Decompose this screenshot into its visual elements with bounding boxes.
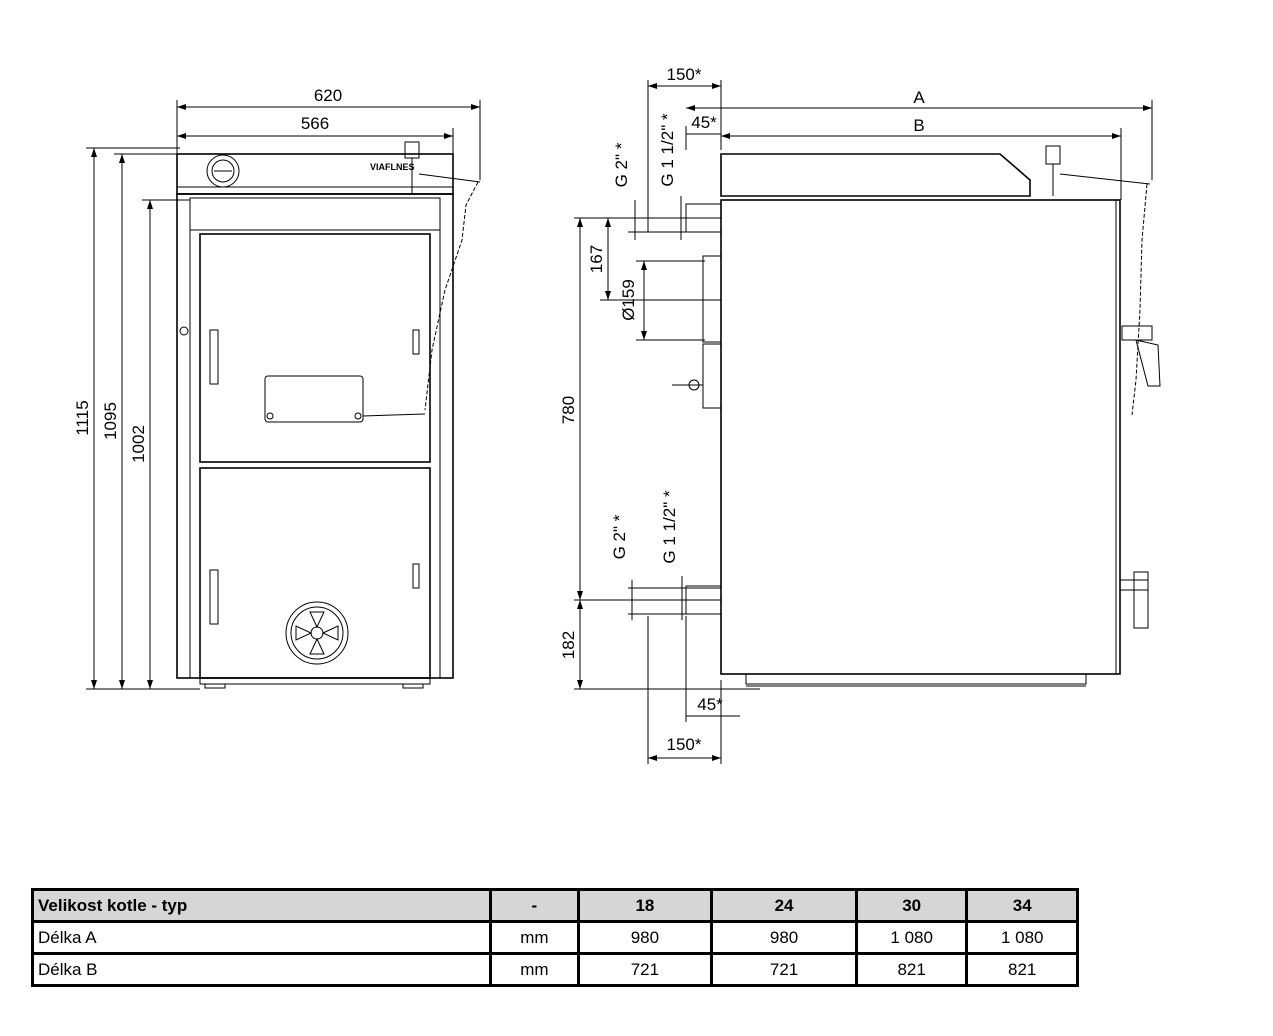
lower-door-handle: [209, 569, 219, 625]
front-view: 620 566 1115 1095 1002: [73, 86, 481, 690]
side-view: 150* 45* A B G 2" * G 1 1/2" * 16: [559, 65, 1161, 764]
header-cell: Velikost kotle - typ: [30, 888, 493, 923]
dim-780: 780: [559, 218, 583, 600]
table-row: Délka A mm 980 980 1 080 1 080: [30, 920, 1079, 955]
table-cell: 980: [576, 920, 714, 955]
table-cell: 1 080: [854, 920, 969, 955]
header-cell: 30: [854, 888, 969, 923]
dim-150-top: 150*: [647, 65, 722, 232]
dim-1095: 1095: [101, 153, 180, 689]
table-cell: 821: [965, 952, 1079, 987]
draft-regulator: [404, 141, 420, 159]
technical-drawing: 620 566 1115 1095 1002: [73, 65, 1161, 764]
table-cell: 721: [576, 952, 714, 987]
table-cell: 721: [710, 952, 858, 987]
dim-150-bottom-label: 150*: [667, 735, 702, 754]
boiler-top-cover: [720, 153, 1031, 197]
dim-159-label: Ø159: [619, 279, 638, 321]
dim-1002: 1002: [129, 199, 190, 689]
dim-182: 182: [559, 600, 760, 690]
dim-150-top-label: 150*: [667, 65, 702, 84]
dim-1095-label: 1095: [101, 402, 120, 440]
dim-1002-label: 1002: [129, 425, 148, 463]
upper-door-handle: [209, 329, 219, 385]
upper-door: [199, 233, 431, 463]
table-cell: mm: [489, 952, 580, 987]
inspection-window: [264, 375, 364, 423]
top-conn-g112-label: G 1 1/2" *: [658, 113, 677, 187]
header-cell: -: [489, 888, 580, 923]
header-cell: 34: [965, 888, 1079, 923]
dim-45-bottom-label: 45*: [697, 695, 723, 714]
thermometer-icon: [206, 154, 240, 188]
dim-b-label: B: [913, 116, 924, 135]
top-conn-g2-label: G 2" *: [612, 142, 631, 187]
table-cell: Délka B: [30, 952, 493, 987]
boiler-side-body: [720, 199, 1121, 675]
dim-566: 566: [177, 114, 454, 158]
dim-1115-label: 1115: [73, 400, 92, 435]
dim-780-label: 780: [559, 396, 578, 424]
dim-b: B: [721, 116, 1122, 200]
dim-a: A: [686, 88, 1153, 180]
dim-159: Ø159: [619, 260, 705, 341]
dim-150-bottom: 150*: [647, 616, 722, 764]
dim-182-label: 182: [559, 631, 578, 659]
dimensions-table: Velikost kotle - typ - 18 24 30 34 Délka…: [30, 888, 1079, 987]
bottom-conn-g112-label: G 1 1/2" *: [660, 490, 679, 564]
bottom-conn-g2-label: G 2" *: [610, 514, 629, 559]
dim-620-label: 620: [314, 86, 342, 105]
side-draft-regulator: [1045, 145, 1061, 165]
dim-45-top: 45*: [685, 113, 721, 150]
chain: [424, 181, 479, 411]
flue-outlet: [702, 255, 722, 343]
table-row: Délka B mm 721 721 821 821: [30, 952, 1079, 987]
table-cell: Délka A: [30, 920, 493, 955]
dim-a-label: A: [913, 88, 925, 107]
table-cell: mm: [489, 920, 580, 955]
table-header-row: Velikost kotle - typ - 18 24 30 34: [30, 888, 1079, 923]
dim-167: 167: [574, 217, 721, 301]
header-cell: 18: [576, 888, 714, 923]
dim-45-top-label: 45*: [691, 113, 717, 132]
dim-1115: 1115: [73, 147, 200, 690]
table-cell: 821: [854, 952, 969, 987]
air-intake-icon: [285, 601, 349, 665]
table-cell: 1 080: [965, 920, 1079, 955]
lower-door: [199, 467, 431, 679]
header-cell: 24: [710, 888, 858, 923]
table-cell: 980: [710, 920, 858, 955]
dim-45-bottom: 45*: [685, 616, 740, 722]
brand-logo: VIAFLNES: [370, 162, 415, 172]
dim-566-label: 566: [301, 114, 329, 133]
dim-167-label: 167: [587, 245, 606, 273]
side-chain: [1131, 183, 1148, 416]
dim-620: 620: [176, 86, 481, 180]
